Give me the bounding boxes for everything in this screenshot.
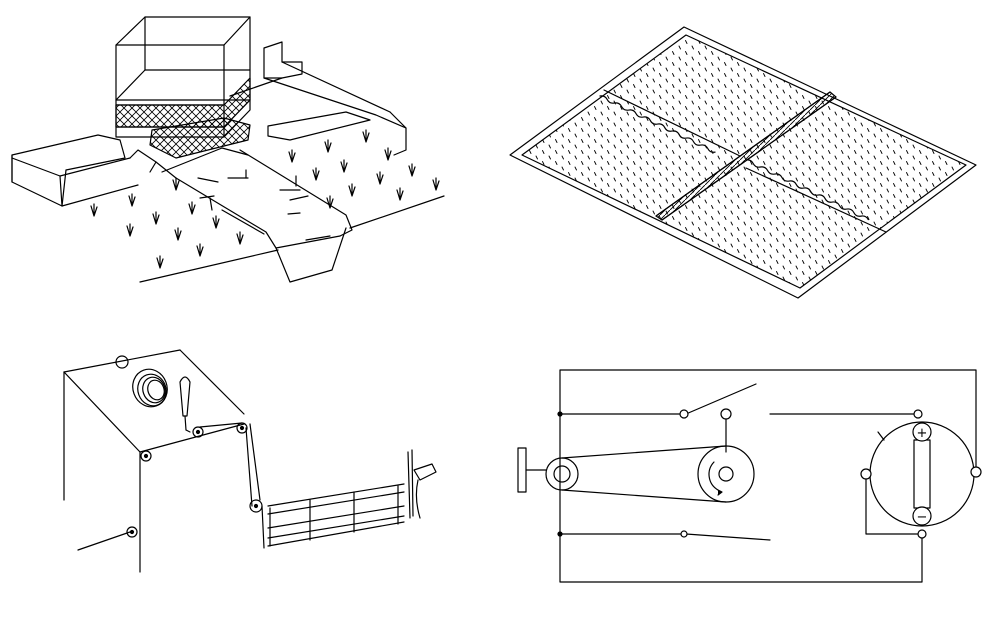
plus-label: + xyxy=(917,426,928,441)
grass-tuft xyxy=(174,227,182,241)
ground-slabs xyxy=(11,134,157,207)
grass-tuft xyxy=(172,177,180,191)
mesh-screen xyxy=(115,77,251,159)
grass-tuft xyxy=(212,215,220,229)
ditch-channel xyxy=(139,147,445,283)
grass-tuft xyxy=(384,147,392,161)
post xyxy=(407,449,437,519)
grass-tuft xyxy=(188,201,196,215)
switch xyxy=(679,383,757,420)
grass-tuft xyxy=(152,211,160,225)
center-cross-joint xyxy=(655,91,837,221)
grass-tuft xyxy=(90,203,98,217)
coil xyxy=(132,368,168,408)
vegetation xyxy=(90,129,440,269)
grass-tuft xyxy=(196,243,204,257)
grass-tuft xyxy=(288,149,296,163)
grass-tuft xyxy=(126,223,134,237)
drainage-plate-panel xyxy=(509,26,977,299)
grass-tuft xyxy=(362,129,370,143)
grass-tuft xyxy=(128,193,136,207)
grass-tuft xyxy=(396,187,404,201)
minus-label: − xyxy=(917,510,928,525)
cabinet xyxy=(63,349,245,573)
belt-drive xyxy=(561,445,755,503)
grass-tuft xyxy=(432,177,440,191)
grass-tuft xyxy=(324,139,332,153)
inlet-channel xyxy=(229,41,407,156)
flywheel xyxy=(517,447,579,493)
pulleys xyxy=(115,355,263,538)
grass-tuft xyxy=(326,195,334,209)
grass-tuft xyxy=(236,231,244,245)
grass-tuft xyxy=(348,183,356,197)
tool-arm xyxy=(179,376,191,431)
belt-machine-panel xyxy=(63,349,437,573)
grass-tuft xyxy=(376,171,384,185)
plate-outer-border xyxy=(509,26,977,299)
wavy-seams xyxy=(599,89,887,233)
grass-tuft xyxy=(156,255,164,269)
belt xyxy=(185,422,261,507)
wire-frame xyxy=(559,369,977,583)
grass-tuft xyxy=(340,159,348,173)
motor-circuit-panel: + − xyxy=(517,369,982,583)
grass-tuft xyxy=(408,163,416,177)
irrigation-channel-panel xyxy=(11,16,445,283)
contacts xyxy=(557,409,982,539)
minus-terminal: − xyxy=(912,506,932,526)
plus-terminal: + xyxy=(912,422,932,442)
grass-tuft xyxy=(312,167,320,181)
slatted-gate xyxy=(261,483,405,549)
